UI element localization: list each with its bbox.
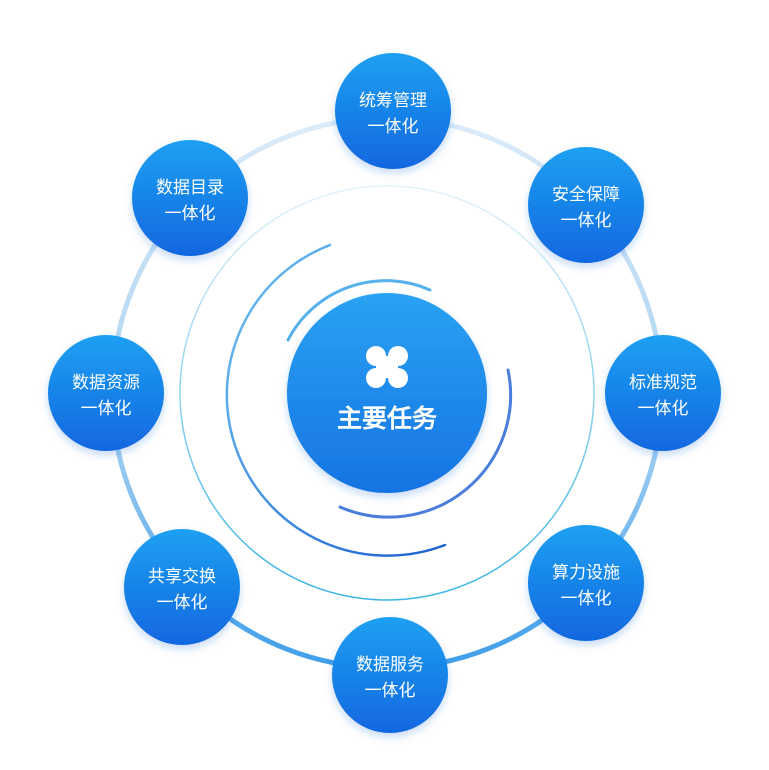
inner-arc-top (286, 279, 432, 342)
node-label-line2: 一体化 (157, 593, 208, 613)
node-circle (124, 529, 240, 645)
inner-arc-left (225, 243, 447, 557)
four-petal-clover-icon (366, 346, 408, 388)
center-title: 主要任务 (337, 404, 437, 433)
node-label-line1: 共享交换 (148, 567, 216, 587)
node-label-line1: 标准规范 (629, 373, 697, 393)
node-label-line2: 一体化 (638, 399, 689, 419)
node-label-line1: 算力设施 (552, 563, 620, 583)
node-circle (335, 53, 451, 169)
node-circle (528, 147, 644, 263)
node-label-line1: 统筹管理 (359, 91, 427, 111)
node-label-line2: 一体化 (365, 681, 416, 701)
inner-ring (179, 185, 595, 601)
node-label-line2: 一体化 (368, 117, 419, 137)
node-label-line1: 数据服务 (356, 655, 424, 675)
node-label-line1: 数据目录 (156, 178, 224, 198)
node-circle (605, 335, 721, 451)
satellite-nodes: 统筹管理一体化安全保障一体化标准规范一体化算力设施一体化数据服务一体化共享交换一… (48, 53, 721, 733)
node-label-line2: 一体化 (165, 204, 216, 224)
node-label-line1: 数据资源 (72, 373, 140, 393)
node-label-line2: 一体化 (81, 399, 132, 419)
node-circle (528, 525, 644, 641)
node-circle (332, 617, 448, 733)
node-label-line1: 安全保障 (552, 185, 620, 205)
node-label-line2: 一体化 (561, 589, 612, 609)
node-circle (48, 335, 164, 451)
node-circle (132, 140, 248, 256)
node-label-line2: 一体化 (561, 211, 612, 231)
inner-arc-right (338, 368, 513, 519)
center-node: 主要任务 (287, 293, 487, 493)
